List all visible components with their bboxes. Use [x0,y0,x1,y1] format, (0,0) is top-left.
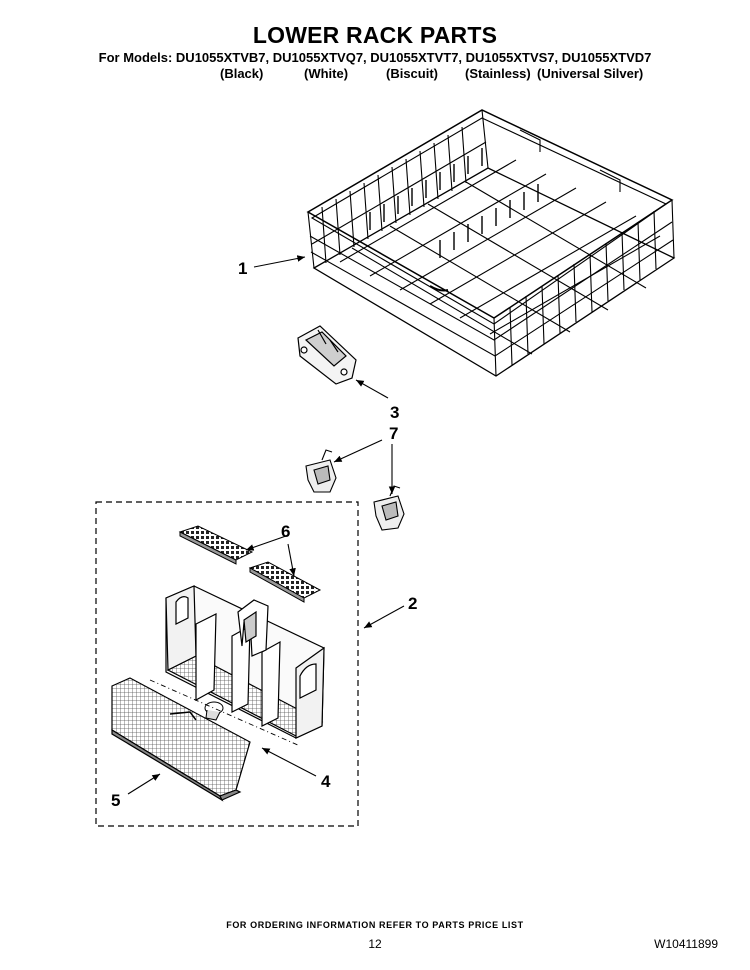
basket-assembly-box [95,501,359,827]
callout-5: 5 [111,791,120,810]
page-number: 12 [368,937,382,951]
callout-2: 2 [408,594,417,613]
variant-stainless: (Stainless) [465,66,531,81]
silverware-basket [165,585,325,739]
rack-bumper-clip [297,325,357,385]
callout-4: 4 [321,772,331,791]
assembly-line [149,679,301,747]
callout-7: 7 [389,424,398,443]
variant-white: (White) [304,66,349,81]
basket-clip [204,701,224,721]
models-line: For Models: DU1055XTVB7, DU1055XTVQ7, DU… [98,50,652,65]
callout-6: 6 [281,522,290,541]
wheel-clip-left [305,449,337,493]
variant-biscuit: (Biscuit) [386,66,438,81]
variant-universal-silver: (Universal Silver) [537,66,644,81]
variant-black: (Black) [220,66,264,81]
callout-3: 3 [390,403,399,422]
callout-leaders [127,255,405,795]
basket-lid-right [248,561,322,603]
lower-rack-basket [306,109,676,377]
callout-1: 1 [238,259,247,278]
basket-cover-grid [111,677,251,802]
document-number: W10411899 [654,937,718,951]
ordering-info-note: FOR ORDERING INFORMATION REFER TO PARTS … [226,920,524,930]
wheel-clip-right [373,485,405,531]
page-title: LOWER RACK PARTS [252,22,498,48]
basket-lid-left [178,525,254,565]
